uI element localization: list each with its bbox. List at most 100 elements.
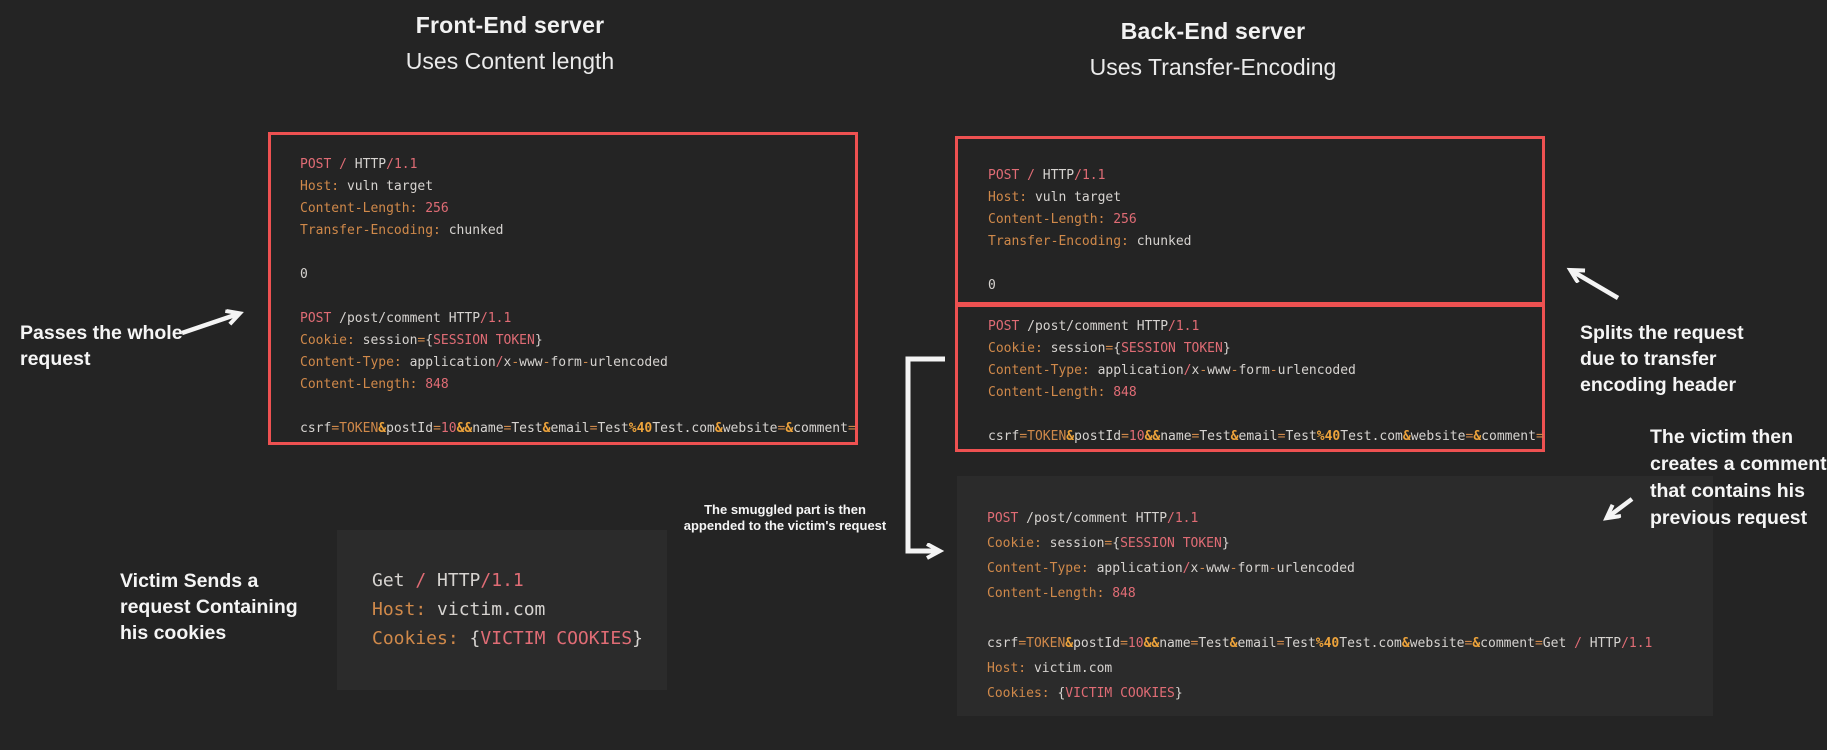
code-token: =: [1121, 429, 1129, 444]
code-token: {: [1057, 686, 1066, 701]
code-line: csrf=TOKEN&postId=10&&name=Test&email=Te…: [988, 426, 1544, 448]
code-token: /: [495, 355, 504, 370]
code-token: &&: [456, 421, 473, 436]
code-token: form: [1238, 363, 1270, 378]
code-token: POST: [300, 157, 332, 172]
code-token: {: [1113, 341, 1122, 356]
code-token: /: [386, 157, 394, 172]
code-token: [426, 570, 437, 591]
code-token: HTTP: [437, 570, 481, 591]
code-token: {: [469, 628, 481, 649]
code-token: POST: [300, 311, 332, 326]
front-end-server-title: Front-End server Uses Content length: [280, 12, 740, 75]
code-token: Transfer-Encoding:: [300, 223, 441, 238]
code-token: [1019, 168, 1027, 183]
code-token: HTTP: [1136, 319, 1169, 334]
code-token: vuln target: [1027, 190, 1122, 205]
code-token: session: [354, 333, 418, 348]
code-token: 1.1: [487, 311, 512, 326]
code-token: /: [339, 157, 347, 172]
code-token: /: [1074, 168, 1082, 183]
code-token: csrf: [987, 636, 1019, 651]
code-line: Content-Type: application/x-www-form-url…: [987, 556, 1713, 581]
code-token: email: [550, 421, 590, 436]
code-token: HTTP: [448, 311, 481, 326]
code-token: Content-Length:: [988, 385, 1106, 400]
code-token: &: [785, 421, 794, 436]
code-token: &: [1230, 429, 1239, 444]
code-token: /: [1167, 511, 1175, 526]
code-token: Content-Length:: [300, 377, 418, 392]
code-token: form: [550, 355, 582, 370]
code-line: [988, 253, 1542, 275]
code-line: [988, 404, 1542, 426]
code-token: }: [534, 333, 543, 348]
code-token: &: [542, 421, 551, 436]
text-line: previous request: [1650, 507, 1808, 529]
code-token: name: [1159, 636, 1191, 651]
code-line: [987, 606, 1713, 631]
code-token: HTTP: [1135, 511, 1168, 526]
code-token: {: [425, 333, 434, 348]
code-token: urlencoded: [1276, 561, 1355, 576]
code-token: /: [1574, 636, 1582, 651]
code-line: Transfer-Encoding: chunked: [300, 220, 855, 242]
code-token: 1.1: [1081, 168, 1106, 183]
code-token: 10: [1127, 636, 1144, 651]
front-end-title: Front-End server: [415, 12, 605, 38]
code-line: Cookie: session={SESSION TOKEN}: [300, 330, 855, 352]
code-line: csrf=TOKEN&postId=10&&name=Test&email=Te…: [987, 631, 1713, 656]
code-token: victim.com: [426, 599, 546, 620]
code-token: &: [378, 421, 387, 436]
code-token: TOKEN: [339, 421, 379, 436]
code-token: &: [1472, 636, 1481, 651]
back-end-title: Back-End server: [1120, 18, 1306, 44]
code-token: =: [1191, 429, 1200, 444]
code-token: POST: [987, 511, 1019, 526]
text-line: creates a comment: [1650, 453, 1827, 475]
code-line: Host: vuln target: [988, 187, 1542, 209]
code-token: Test.com: [1340, 429, 1403, 444]
code-token: application: [1089, 363, 1184, 378]
text-line: his cookies: [120, 622, 227, 644]
code-token: Test: [1285, 429, 1317, 444]
code-token: &: [1473, 429, 1482, 444]
code-line: Content-Length: 256: [988, 209, 1542, 231]
code-token: =: [1465, 429, 1474, 444]
code-line: Content-Type: application/x-www-form-url…: [988, 360, 1542, 382]
splits-request-arrow: [1572, 271, 1620, 300]
code-token: 848: [425, 377, 449, 392]
code-token: Content-Length:: [987, 586, 1105, 601]
code-token: %40: [1316, 429, 1341, 444]
code-line: Content-Length: 848: [988, 382, 1542, 404]
code-token: website: [1409, 636, 1465, 651]
code-token: Content-Type:: [300, 355, 402, 370]
code-token: =: [1276, 636, 1285, 651]
code-token: =: [1534, 636, 1543, 651]
front-end-subtitle: Uses Content length: [405, 48, 615, 74]
text-line: encoding header: [1580, 374, 1737, 396]
code-token: =: [433, 421, 441, 436]
code-token: }: [1222, 341, 1231, 356]
code-token: SESSION TOKEN: [1120, 536, 1222, 551]
code-token: =: [1104, 536, 1113, 551]
code-token: x: [1191, 363, 1200, 378]
code-token: www: [1207, 363, 1231, 378]
code-token: -: [542, 355, 551, 370]
code-line: Cookies: {VICTIM COOKIES}: [987, 681, 1713, 706]
code-line: Cookies: {VICTIM COOKIES}: [372, 624, 667, 653]
code-token: /: [480, 570, 492, 591]
code-token: Host:: [372, 599, 427, 620]
code-token: =: [1535, 429, 1544, 444]
code-line: POST /post/comment HTTP/1.1: [987, 506, 1713, 531]
code-token: 1.1: [1174, 511, 1199, 526]
code-token: -: [1269, 363, 1278, 378]
code-token: Cookie:: [300, 333, 355, 348]
code-token: VICTIM COOKIES: [480, 628, 633, 649]
code-token: [1582, 636, 1590, 651]
code-token: =: [1019, 429, 1028, 444]
